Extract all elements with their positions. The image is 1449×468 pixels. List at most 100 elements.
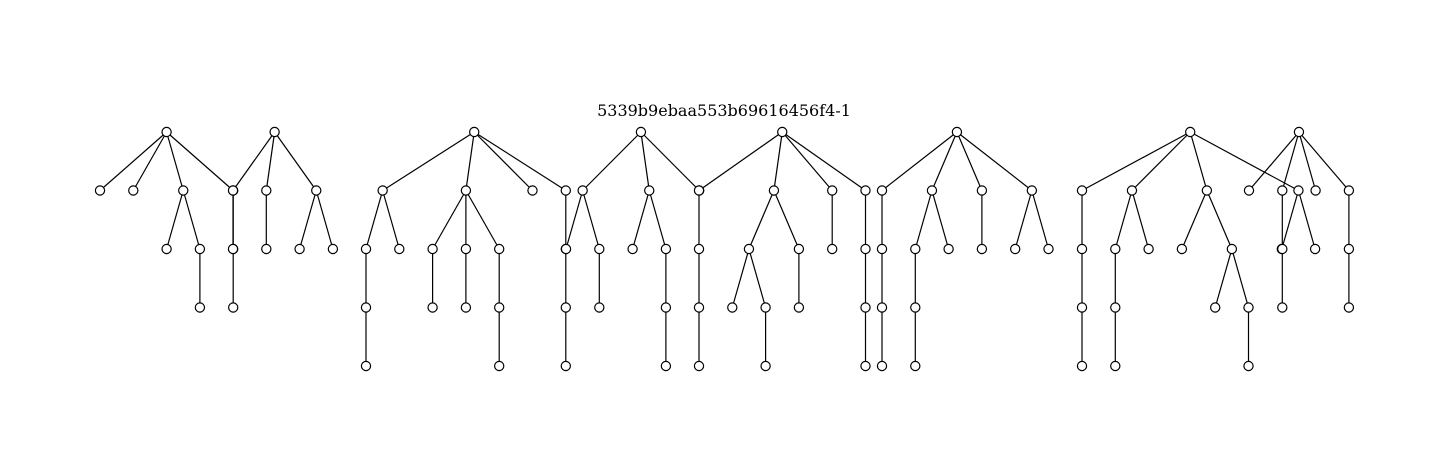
tree-edge: [698, 131, 783, 191]
tree-node: [1076, 360, 1088, 372]
tree-node: [876, 302, 888, 313]
tree-edge: [1206, 190, 1233, 250]
tree-edge: [640, 131, 650, 191]
tree-node: [560, 302, 572, 313]
tree-node: [194, 243, 206, 255]
tree-node: [693, 243, 705, 255]
tree-node: [760, 360, 771, 372]
tree-edge: [773, 190, 800, 250]
tree-edge: [1298, 131, 1350, 191]
tree-node: [644, 185, 655, 196]
tree-edge: [648, 190, 667, 250]
tree-node: [793, 302, 805, 313]
tree-edge: [781, 131, 866, 191]
tree-root-node: [269, 126, 280, 138]
tree-root-node: [469, 126, 480, 138]
edges-layer: [99, 131, 1350, 366]
tree-node: [860, 302, 871, 313]
tree-node: [360, 302, 372, 313]
tree-edge: [473, 131, 533, 191]
tree-edge: [182, 190, 201, 250]
tree-node: [876, 185, 888, 196]
tree-node: [161, 243, 172, 255]
tree-edge: [731, 248, 750, 308]
tree-edge: [465, 131, 475, 191]
tree-root-node: [1185, 126, 1196, 138]
tree-node: [1201, 185, 1213, 196]
tree-edge: [465, 190, 500, 250]
tree-edge: [1189, 131, 1208, 191]
tree-node: [594, 243, 605, 255]
tree-node: [1277, 243, 1288, 255]
tree-node: [527, 185, 538, 196]
tree-edge: [931, 190, 950, 250]
tree-node: [1343, 185, 1355, 196]
diagram-title: 5339b9ebaa553b69616456f4-1: [597, 101, 851, 120]
tree-edge: [432, 190, 467, 250]
tree-node: [94, 185, 106, 196]
tree-node: [876, 360, 888, 372]
tree-node: [128, 185, 139, 196]
tree-edge: [265, 131, 276, 191]
tree-node: [1309, 243, 1321, 255]
tree-root-node: [951, 126, 963, 138]
tree-node: [261, 243, 272, 255]
tree-node: [910, 302, 921, 313]
tree-node: [1076, 243, 1088, 255]
tree-node: [227, 243, 239, 255]
tree-node: [693, 360, 705, 372]
tree-node: [943, 243, 954, 255]
tree-root-node: [777, 126, 788, 138]
tree-node: [311, 185, 322, 196]
tree-edge: [166, 131, 234, 191]
tree-node: [768, 185, 780, 196]
tree-edge: [931, 131, 958, 191]
tree-node: [860, 360, 871, 372]
tree-node: [1277, 185, 1288, 196]
tree-edge: [166, 190, 184, 250]
tree-node: [727, 302, 738, 313]
tree-node: [377, 185, 388, 196]
tree-edge: [365, 190, 384, 250]
tree-node: [1010, 243, 1021, 255]
tree-node: [660, 243, 672, 255]
tree-node: [743, 243, 755, 255]
tree-node: [976, 185, 988, 196]
tree-node: [460, 185, 472, 196]
tree-node: [1277, 302, 1288, 313]
tree-edge: [582, 131, 642, 191]
tree-edge: [1281, 190, 1300, 250]
tree-node: [194, 302, 206, 313]
tree-edge: [582, 190, 600, 250]
tree-node: [594, 302, 605, 313]
tree-edge: [1114, 190, 1133, 250]
tree-edge: [1081, 131, 1191, 192]
tree-node: [1243, 360, 1254, 372]
tree-edge: [1231, 248, 1250, 308]
tree-node: [660, 302, 672, 313]
tree-node: [1209, 302, 1221, 313]
tree-edge: [1298, 131, 1317, 191]
tree-node: [976, 243, 988, 255]
tree-edge: [1248, 131, 1300, 191]
tree-edge: [1014, 190, 1033, 250]
tree-node: [560, 185, 572, 196]
tree-edge: [1131, 131, 1191, 191]
tree-root-node: [1293, 126, 1305, 138]
tree-edge: [956, 131, 1033, 191]
tree-edge: [1189, 131, 1299, 192]
tree-node: [178, 185, 189, 196]
tree-node: [227, 185, 239, 196]
tree-node: [1176, 243, 1188, 255]
tree-node: [1110, 360, 1121, 372]
tree-edge: [1031, 190, 1050, 250]
tree-node: [1076, 302, 1088, 313]
tree-node: [1110, 243, 1121, 255]
tree-node: [294, 243, 305, 255]
tree-edge: [382, 131, 475, 192]
tree-node: [261, 185, 272, 196]
tree-edge: [956, 131, 983, 191]
tree-edge: [1131, 190, 1150, 250]
tree-node: [560, 360, 572, 372]
